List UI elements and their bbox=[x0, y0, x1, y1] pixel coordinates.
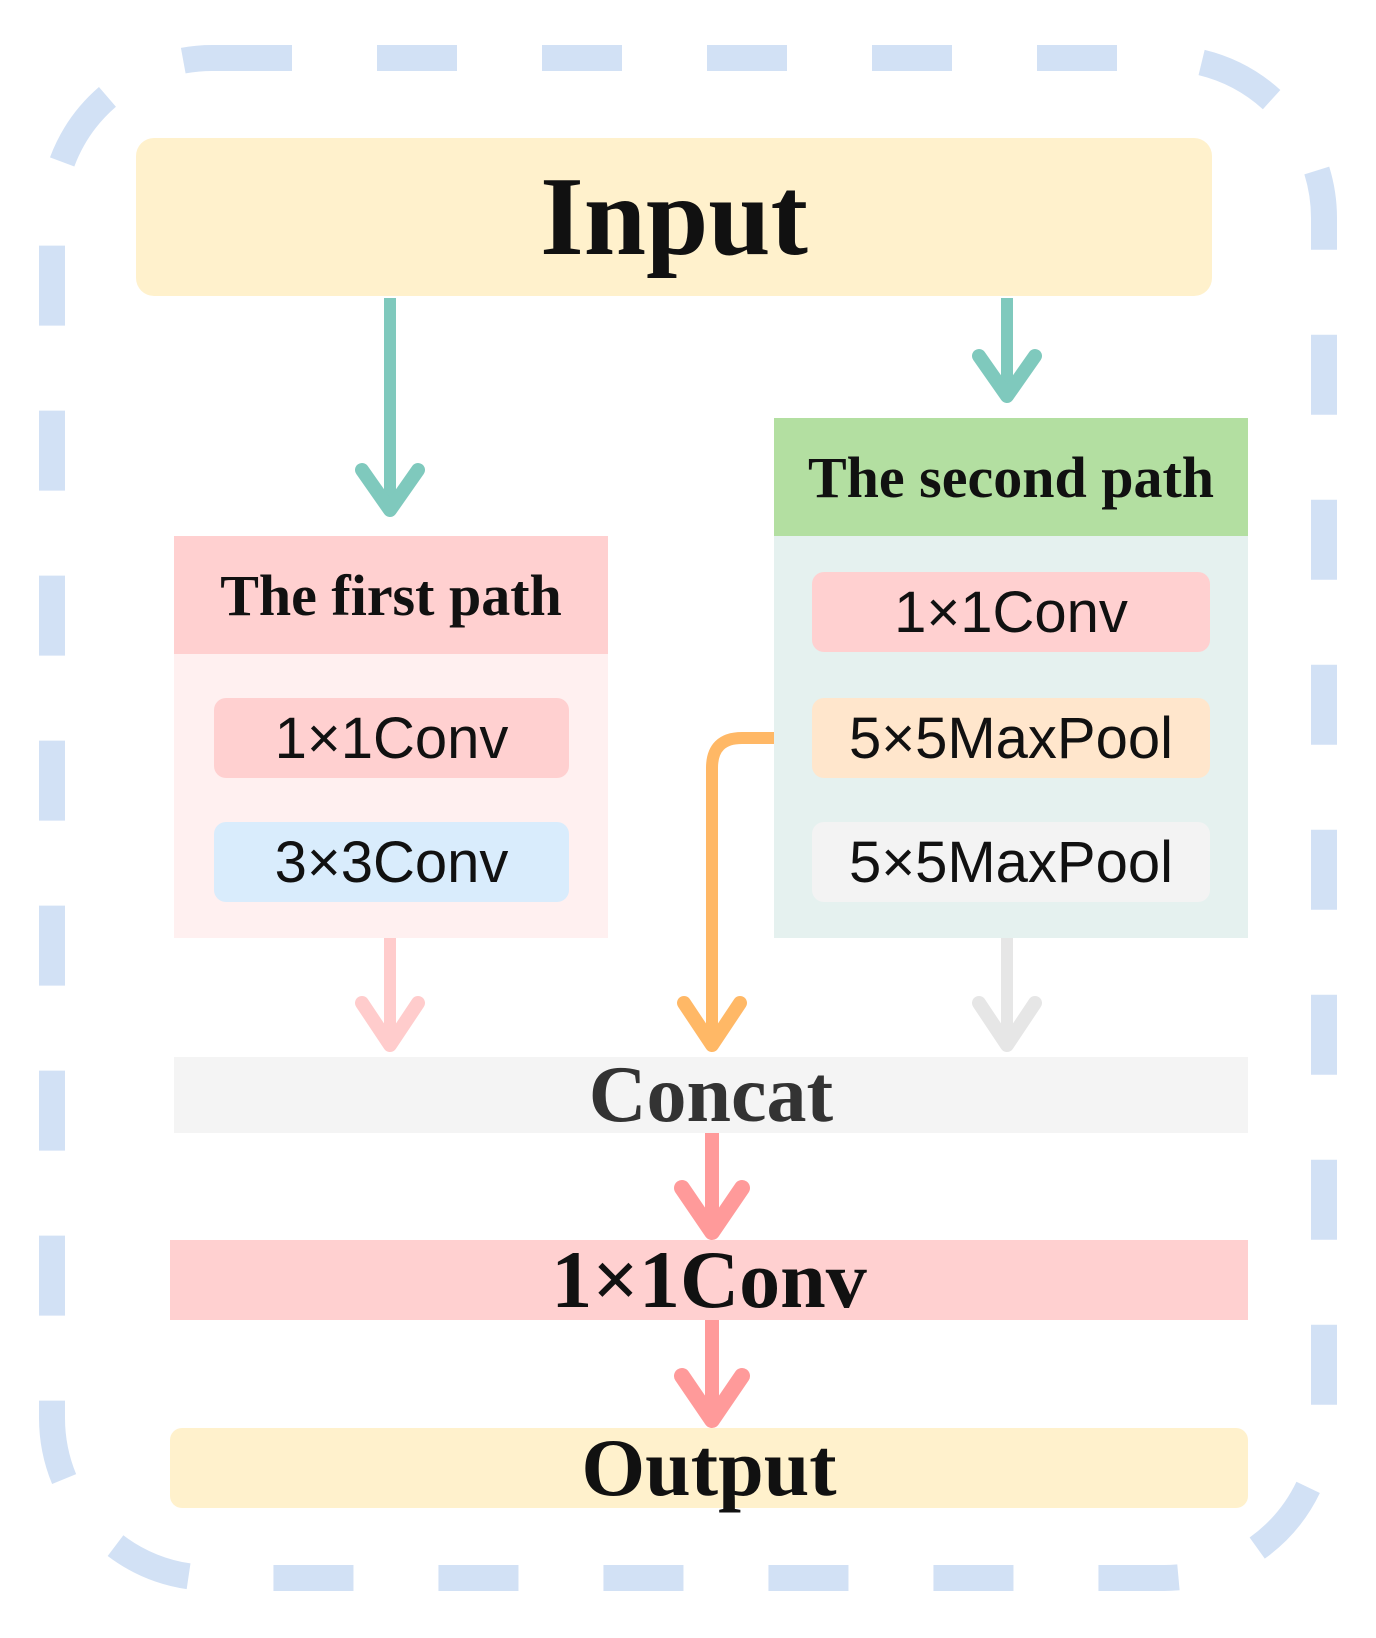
second-path-layer-maxpool-inactive: 5×5MaxPool bbox=[812, 822, 1210, 902]
second-path-layer-maxpool-inactive-label: 5×5MaxPool bbox=[848, 829, 1174, 895]
arrow-first-path-to-concat bbox=[355, 938, 425, 1052]
first-path-title: The first path bbox=[220, 562, 562, 628]
first-path-header: The first path bbox=[174, 536, 608, 654]
input-label: Input bbox=[540, 154, 808, 279]
concat-label: Concat bbox=[588, 1050, 834, 1139]
second-path-layer-conv1x1-label: 1×1Conv bbox=[894, 579, 1128, 645]
first-path-layer-conv1x1: 1×1Conv bbox=[214, 698, 569, 778]
second-path-header: The second path bbox=[774, 418, 1248, 536]
arrow-input-to-second-path bbox=[972, 298, 1042, 403]
final-conv-block: 1×1Conv bbox=[170, 1234, 1248, 1325]
dashed-frame bbox=[39, 45, 1337, 1591]
input-block: Input bbox=[136, 138, 1212, 296]
second-path-container: The second path 1×1Conv 5×5MaxPool 5×5Ma… bbox=[774, 418, 1248, 938]
output-block: Output bbox=[170, 1422, 1248, 1513]
second-path-title: The second path bbox=[807, 444, 1215, 510]
arrow-input-to-first-path bbox=[355, 298, 425, 517]
first-path-layer-conv1x1-label: 1×1Conv bbox=[274, 705, 509, 771]
arrow-maxpool-to-concat bbox=[677, 732, 812, 1052]
second-path-layer-maxpool-active: 5×5MaxPool bbox=[812, 698, 1210, 778]
first-path-layer-conv3x3: 3×3Conv bbox=[214, 822, 569, 902]
first-path-layer-conv3x3-label: 3×3Conv bbox=[274, 829, 509, 895]
arrow-conv-to-output bbox=[674, 1320, 750, 1428]
arrow-concat-to-conv bbox=[674, 1133, 750, 1240]
first-path-container: The first path 1×1Conv 3×3Conv bbox=[174, 536, 608, 938]
concat-block: Concat bbox=[174, 1051, 1248, 1139]
final-conv-label: 1×1Conv bbox=[551, 1234, 867, 1325]
second-path-layer-maxpool-active-label: 5×5MaxPool bbox=[848, 705, 1174, 771]
output-label: Output bbox=[581, 1422, 837, 1513]
second-path-layer-conv1x1: 1×1Conv bbox=[812, 572, 1210, 652]
